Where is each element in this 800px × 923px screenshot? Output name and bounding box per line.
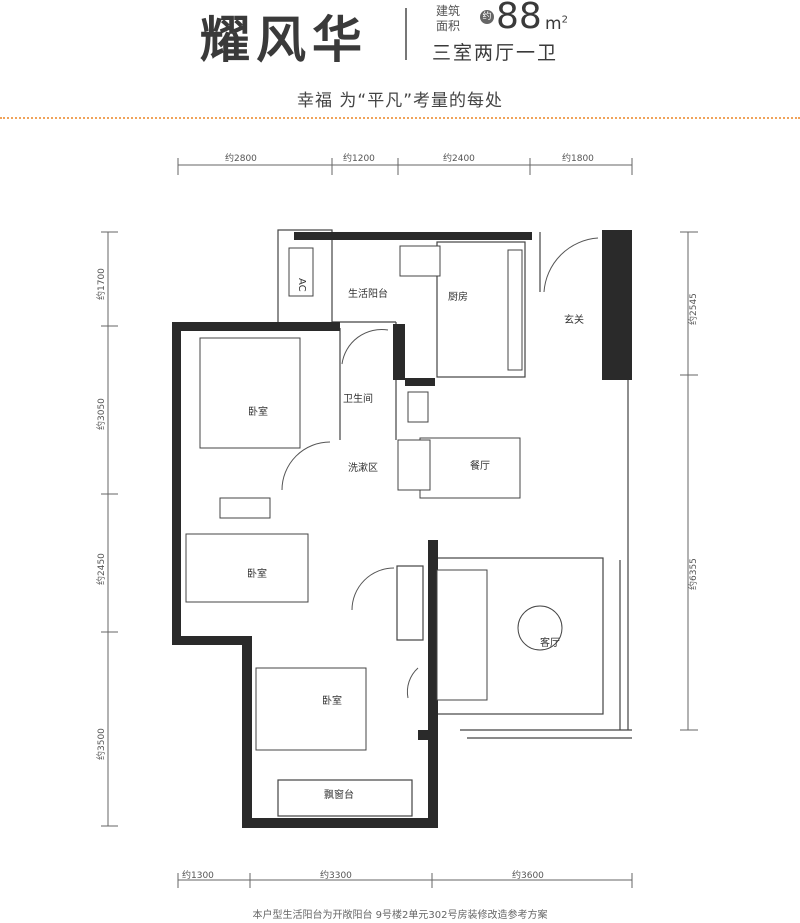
dim-bottom-2: 约3300 [320,869,352,881]
dimension-lines [101,158,698,888]
dim-bottom-1: 约1300 [182,869,214,881]
footnote: 本户型生活阳台为开敞阳台 9号楼2单元302号房装修改造参考方案 [252,910,548,921]
area-value: 88 [496,0,542,37]
furniture [185,245,563,751]
dim-left-4: 约3500 [95,728,107,760]
dim-top-3: 约2400 [443,152,475,164]
room-bedroom-2: 卧室 [247,567,267,580]
dim-top-2: 约1200 [343,152,375,164]
room-bathroom: 卫生间 [343,392,373,405]
project-title: 耀风华 [200,10,368,69]
dim-right-1: 约2545 [687,293,699,325]
room-balcony: 生活阳台 [348,287,388,300]
dotted-divider [0,117,800,119]
room-washing: 洗漱区 [348,462,378,474]
dim-left-2: 约3050 [95,398,107,430]
room-bedroom-3: 卧室 [322,694,342,707]
room-foyer: 玄关 [564,313,584,326]
area-label-line1: 建筑 [436,4,461,18]
dim-bottom-3: 约3600 [512,869,544,881]
room-bedroom-1: 卧室 [248,405,268,418]
room-dining: 餐厅 [470,459,490,472]
area-unit: m2 [545,14,568,34]
unit-text: m [545,14,562,34]
ac-label: AC [296,278,307,292]
thick-walls [172,230,632,828]
room-bay-window: 飘窗台 [324,788,354,801]
dim-top-4: 约1800 [562,152,594,164]
dim-top-1: 约2800 [225,152,257,164]
dim-left-1: 约1700 [95,268,107,300]
dim-left-3: 约2450 [95,553,107,585]
area-label-line2: 面积 [436,19,461,33]
dim-right-2: 约6355 [687,558,699,590]
area-label: 建筑 面积 [436,4,460,34]
header-separator [405,8,407,60]
room-living: 客厅 [540,636,560,649]
unit-sup: 2 [561,14,568,26]
room-kitchen: 厨房 [448,290,468,303]
layout-type: 三室两厅一卫 [432,42,559,64]
slogan: 幸福 为“平凡”考量的每处 [296,91,504,111]
door-swings [281,237,599,699]
approx-badge: 约 [480,10,494,24]
